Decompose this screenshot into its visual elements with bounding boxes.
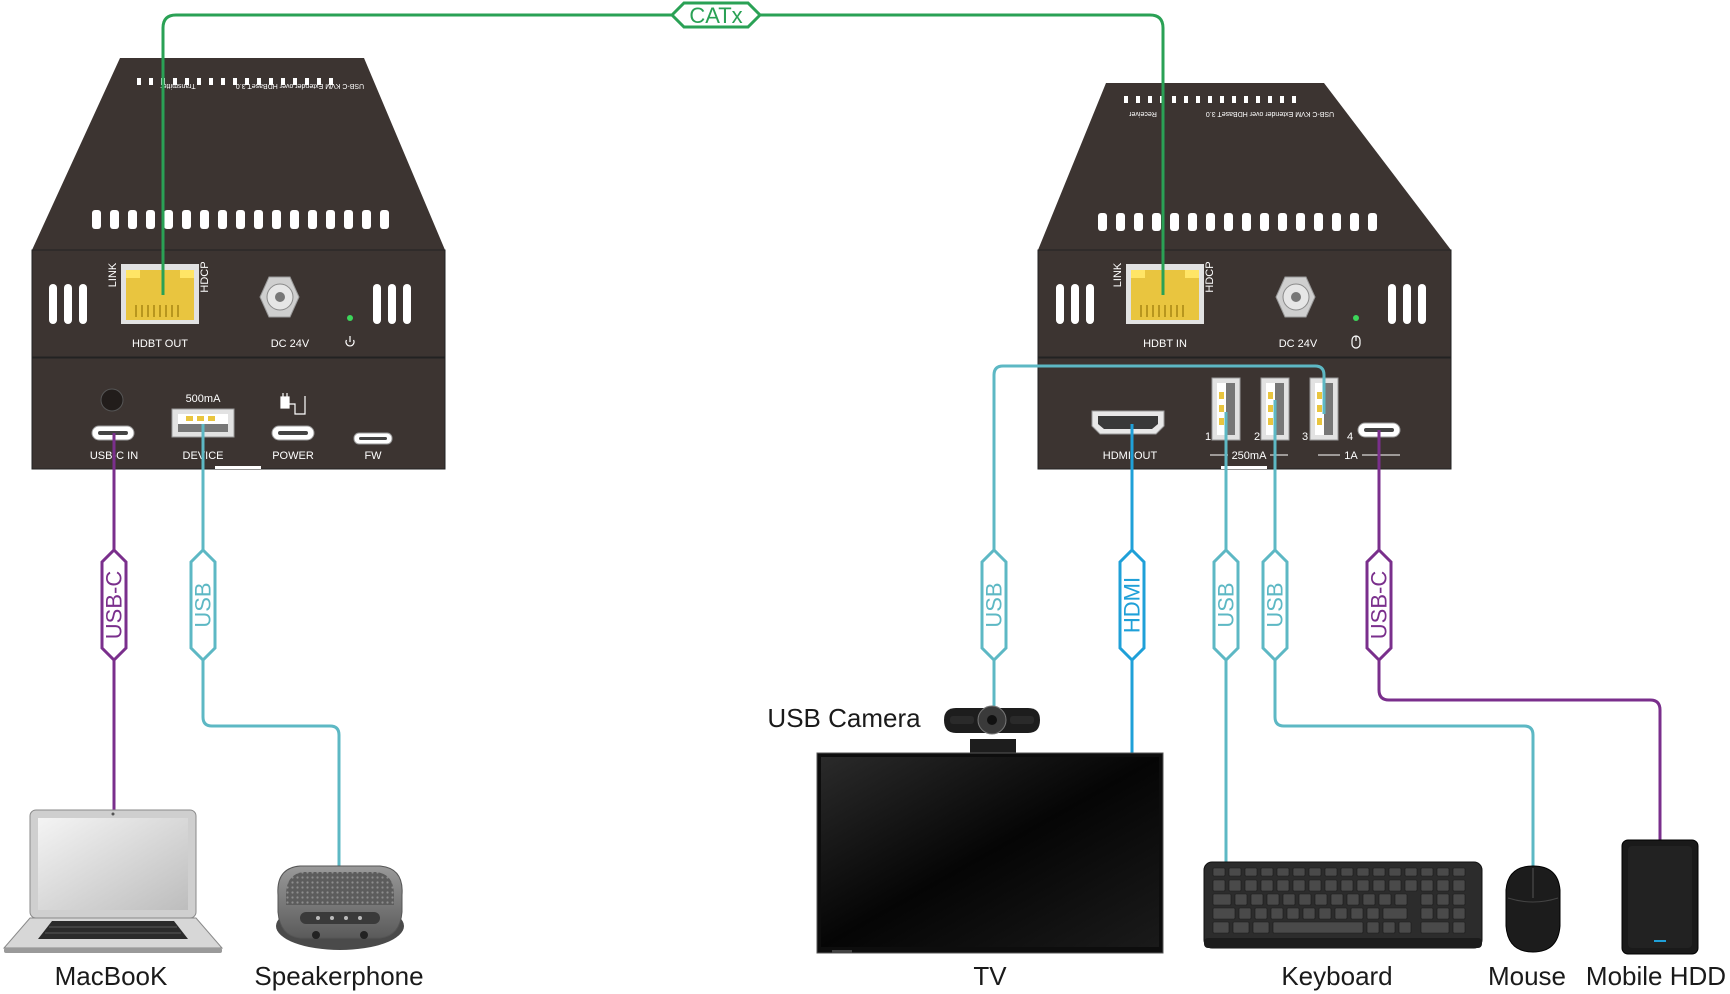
current-250ma-label: 250mA — [1232, 450, 1268, 462]
rx-dc-24v-jack[interactable] — [1275, 276, 1316, 318]
port-1-label: 1 — [1205, 431, 1211, 443]
transmitter-top-label: USB-C KVM Extender over HDBaseT 3.0 — [236, 82, 364, 89]
mobile-hdd-device — [1621, 839, 1699, 955]
hdbt-in-port[interactable] — [1126, 264, 1204, 324]
transmitter-unit: USB-C KVM Extender over HDBaseT 3.0 Tran… — [31, 58, 446, 470]
svg-text:USB-C: USB-C — [1367, 571, 1392, 640]
power-icon — [345, 336, 355, 347]
port-2-label: 2 — [1254, 431, 1260, 443]
usb-camera-label: USB Camera — [767, 703, 921, 733]
tv-label: TV — [973, 961, 1007, 991]
usb-cable-mouse — [1273, 400, 1535, 868]
keyboard-keys — [1212, 867, 1466, 934]
usbc-tag-macbook: USB-C — [100, 547, 128, 663]
power-led — [347, 315, 353, 321]
usb-tag-keyboard: USB — [1212, 547, 1240, 663]
usbc-tag-hdd: USB-C — [1365, 547, 1393, 663]
power-label: POWER — [272, 450, 314, 462]
svg-text:USB: USB — [1263, 582, 1288, 627]
rx-dc-24v-label: DC 24V — [1279, 338, 1318, 350]
hdmi-out-label: HDMI OUT — [1103, 450, 1158, 462]
usb-camera — [944, 705, 1040, 753]
transmitter-top-vents — [92, 78, 389, 229]
link-label: LINK — [107, 262, 119, 287]
port-3-label: 3 — [1302, 431, 1308, 443]
keyboard-device — [1203, 861, 1483, 949]
svg-text:USB-C: USB-C — [102, 571, 127, 640]
hdmi-out-port[interactable] — [1091, 410, 1165, 435]
svg-text:USB: USB — [1214, 582, 1239, 627]
receiver-top-label: USB-C KVM Extender over HDBaseT 3.0 — [1206, 110, 1334, 117]
receiver-side-vents — [1056, 284, 1426, 324]
macbook-laptop — [2, 809, 224, 953]
rx-link-label: LINK — [1112, 262, 1124, 287]
dc-24v-jack[interactable] — [259, 276, 300, 318]
rx-hdcp-label: HDCP — [1204, 261, 1216, 292]
speakerphone-device — [276, 865, 404, 950]
dc-24v-label: DC 24V — [271, 338, 310, 350]
transmitter-side-vents — [49, 284, 411, 324]
mobile-hdd-label: Mobile HDD — [1585, 961, 1727, 991]
svg-text:USB: USB — [982, 582, 1007, 627]
power-plug-icon — [280, 393, 306, 415]
receiver-unit: USB-C KVM Extender over HDBaseT 3.0 Rece… — [1037, 83, 1452, 470]
port-4-label: 4 — [1347, 431, 1353, 443]
svg-text:USB: USB — [191, 582, 216, 627]
transmitter-top-role: Transmitter — [160, 82, 196, 89]
receiver-top-vents — [1098, 96, 1377, 231]
receiver-top-role: Receiver — [1129, 110, 1157, 117]
svg-text:CATx: CATx — [689, 3, 742, 28]
mouse-label: Mouse — [1487, 961, 1567, 991]
hdbt-in-label: HDBT IN — [1143, 338, 1187, 350]
current-1a-label: 1A — [1344, 450, 1358, 462]
usb-cable-speakerphone — [201, 424, 341, 868]
tv-display — [816, 752, 1164, 954]
hdbt-out-port[interactable] — [121, 264, 199, 324]
catx-tag: CATx — [669, 1, 763, 29]
hdmi-tag-tv: HDMI — [1118, 547, 1146, 663]
fw-label: FW — [364, 450, 382, 462]
mouse-icon — [1351, 335, 1361, 349]
usbc-cable-hdd — [1377, 430, 1662, 840]
speakerphone-label: Speakerphone — [254, 961, 424, 991]
hdbt-out-label: HDBT OUT — [132, 338, 188, 350]
svg-text:HDMI: HDMI — [1120, 577, 1145, 633]
catx-cable — [161, 13, 1165, 295]
usb-cable-camera — [992, 364, 1326, 707]
ir-sensor — [100, 388, 124, 412]
mouse-device — [1505, 865, 1561, 953]
device-current-label: 500mA — [186, 393, 222, 405]
usb-tag-mouse: USB — [1261, 547, 1289, 663]
keyboard-label: Keyboard — [1281, 961, 1393, 991]
macbook-label: MacBooK — [54, 961, 168, 991]
usb-tag-camera: USB — [980, 547, 1008, 663]
rx-power-led — [1353, 315, 1359, 321]
usb-tag-speakerphone: USB — [189, 547, 217, 663]
hdcp-label: HDCP — [199, 261, 211, 292]
